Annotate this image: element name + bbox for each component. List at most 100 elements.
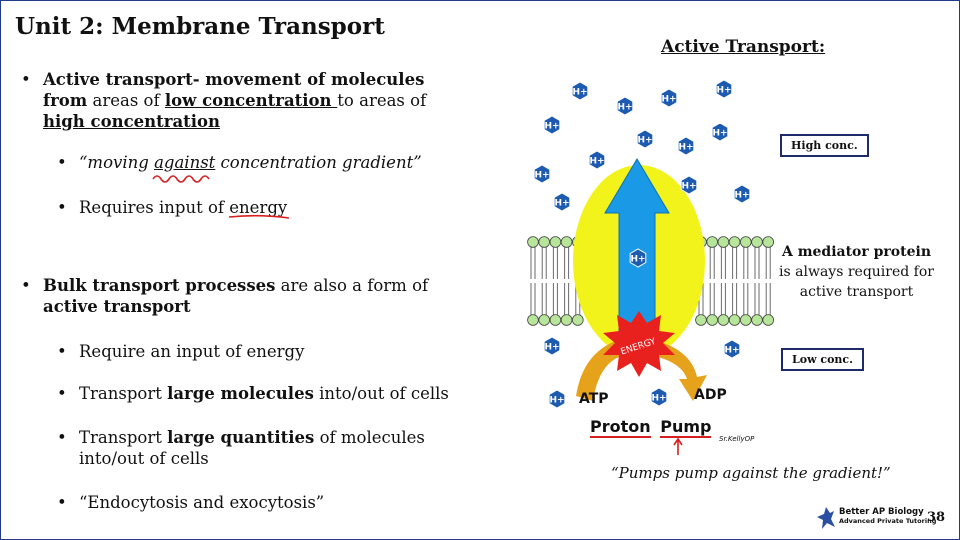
lipid-head bbox=[717, 314, 730, 326]
bullet-text: into/out of cells bbox=[79, 449, 209, 468]
bullet-text: “moving bbox=[79, 153, 155, 172]
energy-burst bbox=[603, 311, 675, 377]
bullet-active-transport: • Active transport- movement of molecule… bbox=[21, 69, 443, 132]
bullet-bulk-transport: • Bulk transport processes are also a fo… bbox=[21, 275, 443, 317]
ion-hexagon bbox=[616, 96, 634, 116]
ion-hexagon bbox=[629, 248, 647, 268]
lipid-head bbox=[560, 314, 573, 326]
ion-label: H+ bbox=[572, 88, 587, 98]
ion-hexagon bbox=[533, 164, 551, 184]
h-plus-ion: H+ bbox=[723, 339, 741, 359]
lipid-head bbox=[549, 236, 562, 248]
subbullet-large-molecules: • Transport large molecules into/out of … bbox=[57, 383, 449, 404]
lipid-head bbox=[740, 236, 752, 248]
lipid-head bbox=[527, 236, 539, 248]
h-plus-ion: H+ bbox=[715, 79, 733, 99]
bullet-text: into/out of cells bbox=[313, 384, 449, 403]
bullet-text: Transport bbox=[79, 384, 168, 403]
ion-hexagon bbox=[543, 115, 561, 135]
subbullet-require-energy: • Require an input of energy bbox=[57, 341, 304, 362]
mediator-bold: A mediator protein bbox=[781, 244, 932, 260]
ion-label: H+ bbox=[554, 199, 569, 209]
proton-pump-diagram: ENERGY H+H+H+H+H+H+H+H+H+H+H+H+H+H+H+H+H… bbox=[527, 79, 775, 409]
pump-quote: “Pumps pump against the gradient!” bbox=[611, 464, 891, 482]
logo-line1: Better AP Biology bbox=[839, 507, 924, 517]
ion-hexagon bbox=[715, 79, 733, 99]
lipid-head bbox=[728, 236, 741, 248]
h-plus-ion: H+ bbox=[616, 96, 634, 116]
lipid-head bbox=[751, 314, 763, 326]
underlined-term: against bbox=[154, 153, 216, 172]
bullet-text: areas of bbox=[87, 91, 165, 110]
h-plus-ion: H+ bbox=[543, 115, 561, 135]
lipid-head bbox=[706, 314, 719, 326]
bullet-dot: • bbox=[57, 198, 67, 217]
ion-hexagon bbox=[733, 184, 751, 204]
ion-hexagon bbox=[543, 336, 561, 356]
bullet-dot: • bbox=[57, 493, 67, 512]
squiggle-annotation bbox=[152, 175, 210, 183]
bullet-bold-text: Bulk transport processes bbox=[43, 276, 276, 295]
mediator-note: A mediator protein is always required fo… bbox=[769, 242, 944, 302]
ion-label: H+ bbox=[681, 182, 696, 192]
h-plus-ion: H+ bbox=[571, 81, 589, 101]
lipid-head bbox=[560, 236, 573, 248]
bullet-dot: • bbox=[21, 70, 31, 89]
lipid-head bbox=[762, 236, 775, 248]
bullet-text: to areas of bbox=[337, 91, 427, 110]
ion-hexagon bbox=[723, 339, 741, 359]
bullet-text: concentration gradient” bbox=[215, 153, 422, 172]
lipid-head bbox=[538, 314, 551, 326]
mediator-text: active transport bbox=[799, 284, 914, 300]
ion-hexagon bbox=[711, 122, 729, 142]
subbullet-large-quantities: • Transport large quantities of molecule… bbox=[57, 427, 425, 469]
logo-text: Better AP Biology Advanced Private Tutor… bbox=[839, 508, 936, 526]
h-plus-ion: H+ bbox=[677, 136, 695, 156]
pump-arrow-annotation bbox=[673, 437, 683, 455]
proton-ions: H+H+H+H+H+H+H+H+H+H+H+H+H+H+H+H+H+H+ bbox=[533, 79, 751, 409]
lipid-head bbox=[728, 314, 741, 326]
ion-label: H+ bbox=[544, 122, 559, 132]
bullet-dot: • bbox=[57, 342, 67, 361]
h-plus-ion: H+ bbox=[636, 129, 654, 149]
lipid-head bbox=[571, 314, 584, 326]
subbullet-moving-against: • “moving against concentration gradient… bbox=[57, 152, 422, 173]
high-conc-box: High conc. bbox=[780, 134, 869, 157]
h-plus-ion: H+ bbox=[733, 184, 751, 204]
ion-label: H+ bbox=[549, 396, 564, 406]
pump-word: Pump bbox=[660, 417, 712, 438]
slide-title: Unit 2: Membrane Transport bbox=[15, 13, 385, 40]
bullet-bold-text: large molecules bbox=[167, 384, 314, 403]
low-conc-box: Low conc. bbox=[781, 348, 864, 371]
ion-hexagon bbox=[548, 389, 566, 409]
ion-label: H+ bbox=[637, 136, 652, 146]
ion-label: H+ bbox=[678, 143, 693, 153]
bullet-text: Transport bbox=[79, 428, 168, 447]
h-plus-ion: H+ bbox=[543, 336, 561, 356]
h-plus-ion: H+ bbox=[629, 248, 647, 268]
ion-hexagon bbox=[553, 192, 571, 212]
ion-hexagon bbox=[660, 88, 678, 108]
lipid-head bbox=[717, 236, 730, 248]
lipid-head bbox=[706, 236, 719, 248]
logo-line2: Advanced Private Tutoring bbox=[839, 517, 937, 525]
ion-label: H+ bbox=[589, 157, 604, 167]
proton-word: Proton bbox=[590, 417, 651, 438]
h-plus-ion: H+ bbox=[553, 192, 571, 212]
ion-label: H+ bbox=[651, 394, 666, 404]
bullet-dot: • bbox=[57, 428, 67, 447]
proton-pump-label: Proton Pump bbox=[590, 417, 712, 438]
ion-hexagon bbox=[588, 150, 606, 170]
bullet-bold-text: active transport bbox=[43, 297, 191, 316]
logo-icon bbox=[817, 507, 835, 529]
lipid-head bbox=[549, 314, 562, 326]
ion-hexagon bbox=[677, 136, 695, 156]
ion-label: H+ bbox=[630, 255, 645, 265]
h-plus-ion: H+ bbox=[548, 389, 566, 409]
diagram-heading: Active Transport: bbox=[661, 37, 826, 57]
ion-label: H+ bbox=[534, 171, 549, 181]
bullet-text: of molecules bbox=[314, 428, 425, 447]
ion-label: H+ bbox=[716, 86, 731, 96]
energy-underline-annotation bbox=[228, 214, 290, 219]
